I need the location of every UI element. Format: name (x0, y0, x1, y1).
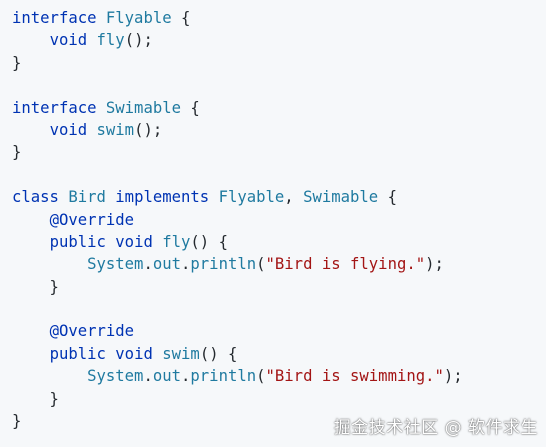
code-token (97, 9, 106, 27)
code-token (106, 188, 115, 206)
code-token: void (115, 344, 153, 363)
code-token (97, 99, 106, 117)
code-token: () { (199, 344, 238, 363)
code-line: interface Flyable { (12, 7, 463, 29)
code-token: swim (162, 344, 200, 363)
code-token: class (12, 188, 59, 207)
code-line: @Override (12, 209, 463, 231)
code-line: System.out.println("Bird is swimming."); (12, 365, 463, 387)
code-token: public (49, 232, 106, 251)
code-token (106, 345, 115, 363)
code-token: Flyable (105, 9, 172, 27)
code-line: public void swim() { (12, 343, 463, 365)
code-token: ( (256, 255, 266, 274)
code-token: } (12, 412, 22, 431)
code-token: () { (190, 232, 228, 251)
code-line: void fly(); (12, 29, 463, 51)
code-token (12, 31, 50, 49)
code-token: } (12, 53, 22, 72)
code-token: implements (115, 188, 210, 207)
code-token: public (49, 344, 106, 363)
code-token: out (152, 367, 182, 386)
code-token (12, 121, 50, 139)
code-token: fly (96, 31, 125, 50)
code-line: } (12, 410, 463, 432)
code-line (12, 164, 463, 186)
code-token: . (143, 255, 153, 274)
code-line: void swim(); (12, 119, 463, 141)
code-token: (); (134, 120, 163, 139)
code-token (153, 233, 162, 251)
code-token: fly (162, 232, 191, 251)
code-block: interface Flyable { void fly();} interfa… (12, 7, 463, 432)
code-line: class Bird implements Flyable, Swimable … (12, 186, 463, 208)
code-token: { (181, 98, 200, 117)
code-token: interface (12, 98, 97, 117)
code-token: ( (256, 367, 266, 386)
code-token (12, 255, 87, 273)
code-line: public void fly() { (12, 231, 463, 253)
code-line (12, 298, 463, 320)
code-token (87, 31, 96, 49)
code-token: void (115, 232, 153, 251)
code-token: interface (12, 9, 97, 27)
watermark-text: 掘金技术社区 @ 软件求生 (333, 418, 538, 438)
code-token: Swimable (105, 98, 181, 117)
code-token: . (143, 367, 153, 386)
code-token: @Override (49, 210, 135, 229)
code-token: . (181, 367, 191, 386)
code-token: "Bird is swimming." (265, 367, 444, 386)
code-line (12, 74, 463, 96)
code-token (12, 211, 50, 229)
code-token (12, 322, 50, 340)
code-token: . (181, 255, 191, 274)
code-line: } (12, 52, 463, 74)
code-token (106, 233, 115, 251)
code-token: void (49, 120, 88, 139)
code-line: } (12, 276, 463, 298)
code-token (153, 345, 162, 363)
code-token (12, 233, 50, 251)
code-token: { (378, 188, 397, 207)
code-token (87, 121, 96, 139)
code-token: } (12, 389, 59, 408)
code-token: println (190, 255, 257, 274)
code-token: (); (124, 31, 153, 50)
code-token (59, 188, 68, 206)
code-token: Bird (68, 188, 106, 207)
code-token: ); (425, 255, 444, 274)
code-line: System.out.println("Bird is flying."); (12, 253, 463, 275)
code-token: "Bird is flying." (265, 255, 426, 274)
code-token: swim (96, 120, 135, 139)
code-token: { (171, 9, 191, 27)
code-line: @Override (12, 320, 463, 342)
code-token: @Override (49, 322, 135, 341)
code-token (209, 188, 218, 206)
code-token: Swimable (303, 188, 379, 207)
code-token: void (49, 31, 88, 50)
code-token: ); (443, 367, 463, 386)
code-token (12, 345, 50, 363)
code-line: interface Swimable { (12, 97, 463, 119)
code-token: out (152, 255, 182, 274)
code-token: System (87, 367, 144, 386)
code-token: , (284, 188, 304, 207)
code-token (12, 367, 87, 385)
code-line: } (12, 388, 463, 410)
code-token: } (12, 143, 22, 162)
code-token: Flyable (218, 188, 285, 207)
code-token: println (190, 367, 257, 386)
code-line: } (12, 141, 463, 163)
code-token: System (87, 255, 144, 274)
code-token: } (12, 277, 59, 296)
